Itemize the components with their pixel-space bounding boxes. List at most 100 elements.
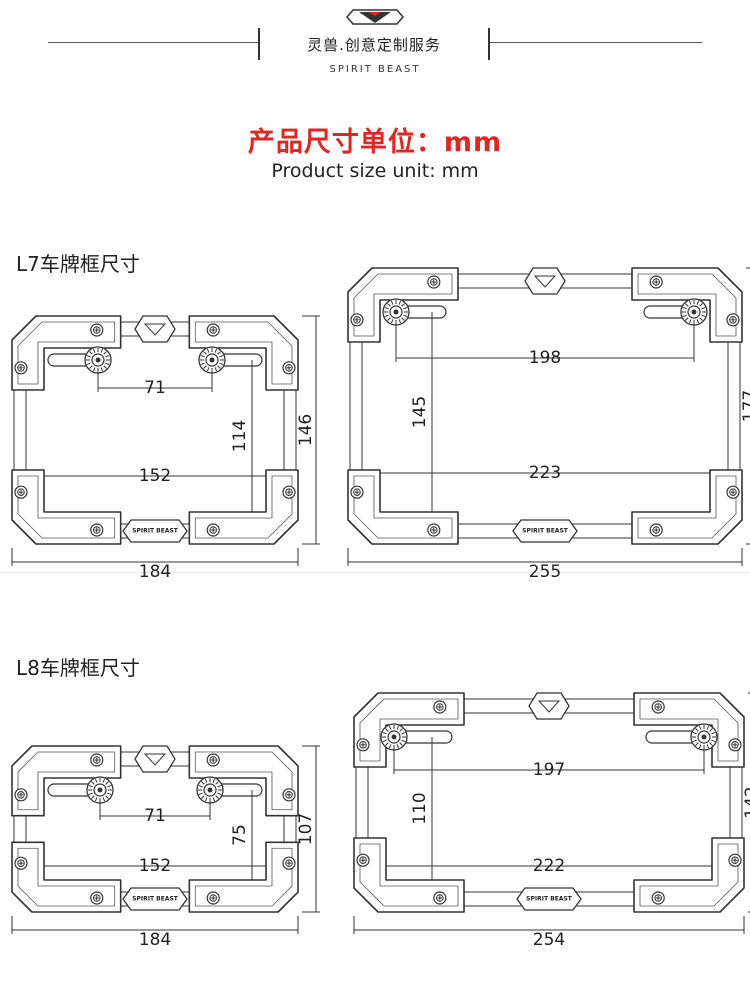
dimension-outer-height: 142 [742, 786, 750, 818]
unit-title-en: Product size unit: mm [271, 160, 479, 182]
corner-bracket-inner [637, 273, 737, 337]
brand-header: 灵兽.创意定制服务 SPIRIT BEAST [0, 0, 750, 90]
dimension-hole-spacing: 198 [529, 348, 561, 368]
dimension-inner-height: 114 [230, 420, 250, 452]
unit-title-cn: 产品尺寸单位：mm [247, 127, 503, 158]
header-line-left [48, 42, 258, 43]
brand-name-en: SPIRIT BEAST [329, 64, 421, 75]
mount-bolt-icon [680, 298, 708, 326]
corner-bracket-inner [637, 475, 737, 539]
mount-bolt-icon [380, 723, 408, 751]
emblem-icon-inner [537, 700, 561, 713]
screw-icon [206, 891, 220, 905]
dimension-outer-width: 184 [139, 930, 171, 950]
emblem-icon [528, 692, 570, 720]
screw-icon [14, 788, 28, 802]
brand-plate-text: SPIRIT BEAST [526, 896, 573, 903]
screw-icon [728, 738, 742, 752]
corner-bracket-top-right [633, 692, 745, 768]
mount-bolt-icon [196, 776, 224, 804]
brand-plate: SPIRIT BEAST [122, 519, 188, 543]
mount-bolt-icon [382, 298, 410, 326]
screw-icon [356, 853, 370, 867]
screw-icon [206, 523, 220, 537]
dimension-inner-width: 152 [139, 856, 171, 876]
dimension-outer-width: 254 [533, 930, 565, 950]
screw-icon [433, 891, 447, 905]
dimension-outer-width: 184 [139, 562, 171, 582]
corner-bracket-inner [194, 847, 293, 907]
screw-icon [350, 485, 364, 499]
dimension-inner-width: 223 [529, 463, 561, 483]
corner-bracket-bottom-left [11, 469, 122, 545]
dimension-hole-spacing: 71 [144, 378, 166, 398]
corner-bracket-inner [17, 321, 116, 385]
screw-icon [350, 313, 364, 327]
screw-icon [356, 738, 370, 752]
emblem-icon [134, 315, 176, 343]
dimension-inner-width: 152 [139, 466, 171, 486]
corner-bracket-inner [639, 843, 739, 907]
corner-bracket-bottom-right [188, 469, 299, 545]
screw-icon [90, 753, 104, 767]
corner-bracket-bottom-right [188, 841, 299, 913]
corner-bracket-inner [353, 273, 453, 337]
corner-bracket-inner [359, 698, 459, 762]
screw-icon [726, 485, 740, 499]
emblem-icon [134, 745, 176, 773]
screw-icon [728, 853, 742, 867]
mount-bolt-icon [86, 776, 114, 804]
screw-icon [427, 275, 441, 289]
brand-plate: SPIRIT BEAST [516, 887, 582, 911]
dimension-outer-width: 255 [529, 562, 561, 582]
screw-icon [282, 485, 296, 499]
screw-icon [282, 361, 296, 375]
dimension-hole-spacing: 197 [533, 760, 565, 780]
mount-bolt-icon [690, 723, 718, 751]
corner-bracket-inner [353, 475, 453, 539]
dimension-outer-height: 146 [296, 414, 316, 446]
screw-icon [726, 313, 740, 327]
screw-icon [649, 275, 663, 289]
screw-icon [90, 523, 104, 537]
corner-bracket-bottom-right [633, 837, 745, 913]
spirit-beast-logo-icon [346, 9, 404, 25]
mount-bolt-icon [84, 346, 112, 374]
screw-icon [427, 523, 441, 537]
screw-icon [90, 891, 104, 905]
brand-plate: SPIRIT BEAST [512, 519, 578, 543]
brand-plate-text: SPIRIT BEAST [522, 528, 569, 535]
frame-l7-small: SPIRIT BEAST 71 152 114 184 146 [11, 315, 320, 582]
section-title-l8: L8车牌框尺寸 [16, 656, 140, 680]
brand-plate: SPIRIT BEAST [122, 887, 188, 911]
section-divider [0, 572, 750, 573]
screw-icon [14, 361, 28, 375]
emblem-icon [524, 267, 566, 295]
emblem-icon-inner [533, 275, 557, 288]
corner-bracket-bottom-left [347, 469, 459, 545]
corner-bracket-bottom-right [631, 469, 743, 545]
brand-plate-text: SPIRIT BEAST [132, 528, 179, 535]
screw-icon [90, 323, 104, 337]
corner-bracket-inner [639, 698, 739, 762]
brand-plate-text: SPIRIT BEAST [132, 896, 179, 903]
screw-icon [433, 700, 447, 714]
dimension-outer-height: 107 [296, 813, 316, 845]
screw-icon [282, 856, 296, 870]
corner-bracket-inner [194, 321, 293, 385]
screw-icon [649, 523, 663, 537]
mount-bolt-icon [198, 346, 226, 374]
dimension-inner-height: 110 [410, 792, 430, 824]
header-line-right [490, 42, 702, 43]
corner-bracket-bottom-left [353, 837, 465, 913]
screw-icon [14, 856, 28, 870]
screw-icon [651, 700, 665, 714]
emblem-icon-inner [143, 323, 167, 336]
dimension-hole-spacing: 71 [144, 806, 166, 826]
dimension-inner-height: 145 [410, 396, 430, 428]
corner-bracket-inner [359, 843, 459, 907]
